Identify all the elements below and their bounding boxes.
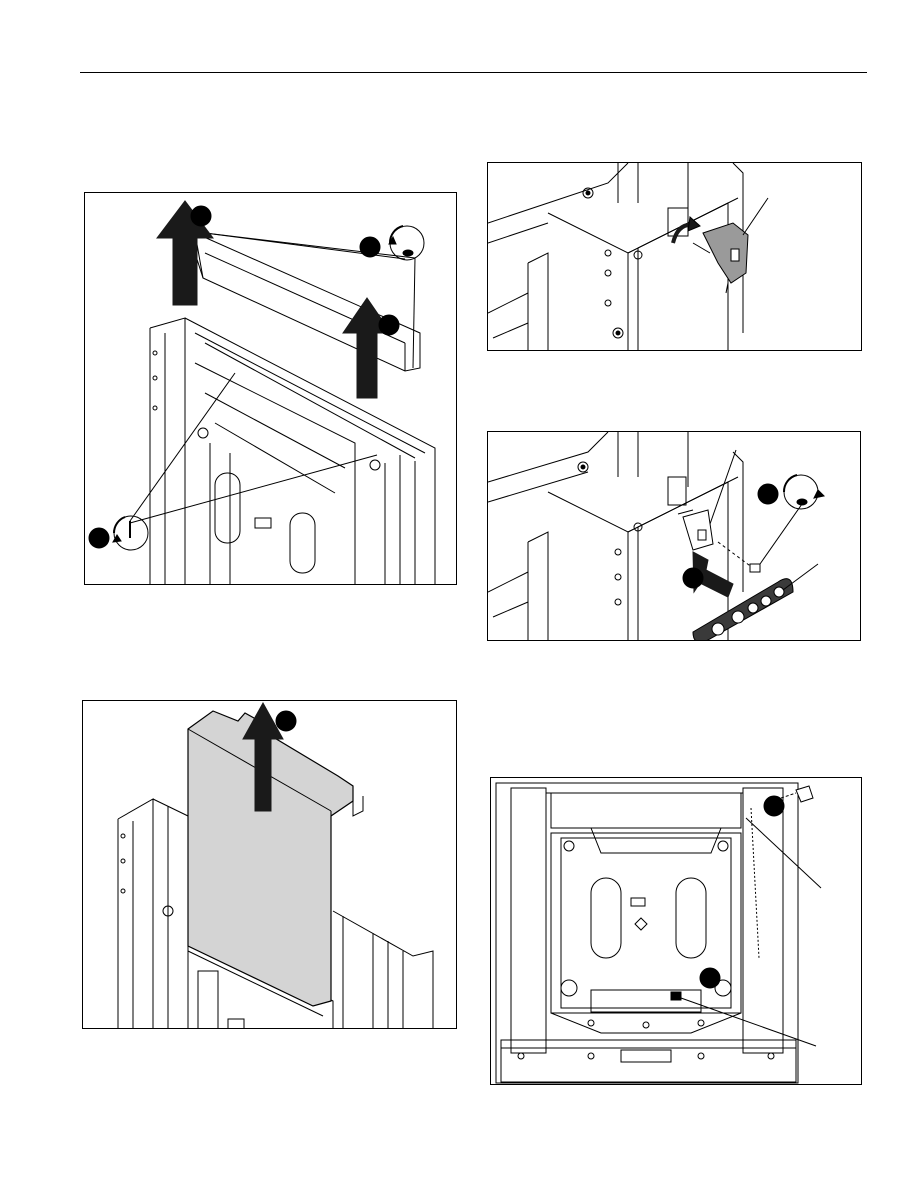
step-marker-icon: [191, 206, 211, 226]
screwdriver-rotate-icon: [113, 516, 148, 550]
illustration-bracket: [488, 163, 862, 351]
figure-attach-control-pad: [487, 431, 861, 641]
step-marker-icon: [764, 796, 784, 816]
figure-top-view-frame: [490, 777, 862, 1085]
step-marker-icon: [89, 528, 109, 548]
step-marker-icon: [379, 315, 399, 335]
illustration-top-view: [491, 778, 862, 1085]
header-rule: [80, 72, 867, 73]
figure-lift-front-cover: [82, 700, 457, 1029]
screwdriver-rotate-icon: [784, 475, 824, 509]
step-marker-icon: [276, 711, 296, 731]
illustration-top-cover: [85, 193, 457, 585]
screwdriver-rotate-icon: [389, 226, 424, 260]
figure-remove-top-cover: [84, 192, 457, 585]
illustration-front-cover: [83, 701, 457, 1029]
figure-bracket-rotate: [487, 162, 862, 351]
step-marker-icon: [700, 968, 720, 988]
step-marker-icon: [360, 237, 380, 257]
step-marker-icon: [758, 484, 778, 504]
illustration-control-pad: [488, 432, 861, 641]
step-marker-icon: [683, 568, 703, 588]
